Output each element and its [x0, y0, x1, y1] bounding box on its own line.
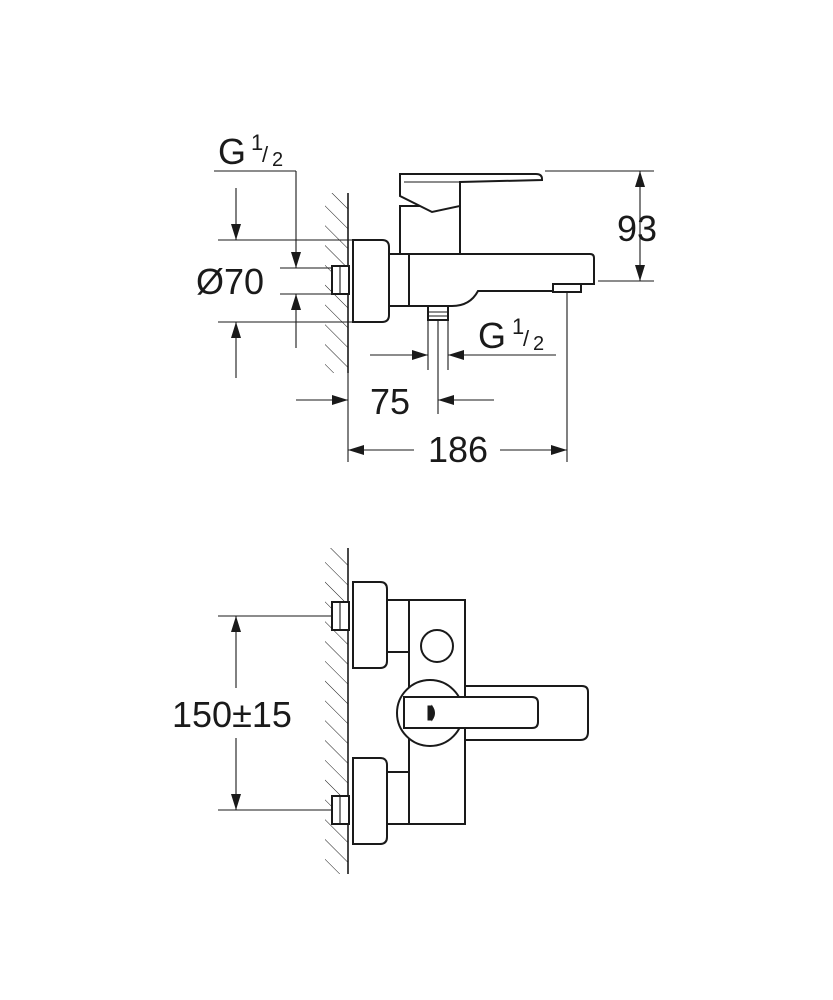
diverter-knob [420, 629, 454, 663]
thread-letter-outlet: G [478, 315, 506, 356]
thread-numerator-top: 1 [251, 130, 263, 155]
valve-column [399, 205, 461, 255]
front-lever [403, 696, 539, 729]
thread-slash-top: / [262, 142, 269, 167]
connector-upper [386, 599, 410, 653]
diameter-label: Ø70 [196, 261, 264, 302]
spout-body [408, 253, 595, 307]
lever-handle [399, 173, 543, 214]
rosette-upper [352, 581, 388, 669]
thread-denominator-top: 2 [272, 149, 283, 171]
collar [388, 253, 410, 307]
centre-distance-label: 150±15 [172, 694, 292, 735]
projection-label: 186 [428, 429, 488, 470]
thread-denominator-outlet: 2 [533, 333, 544, 355]
connector-lower [386, 771, 410, 825]
height-label: 93 [617, 208, 657, 249]
rosette [352, 239, 390, 323]
label-g-half-outlet: G 1 / 2 [478, 314, 544, 356]
spout-outlet [552, 283, 582, 293]
top-view-dimensions [214, 170, 654, 462]
bottom-outlet [427, 305, 449, 321]
label-g-half-top: G 1 / 2 [218, 130, 283, 172]
thread-slash-outlet: / [523, 326, 530, 351]
indicator-icon [427, 704, 435, 722]
thread-numerator-outlet: 1 [512, 314, 524, 339]
thread-letter-top: G [218, 131, 246, 172]
side-view [325, 173, 595, 373]
front-view-dimensions [218, 615, 332, 811]
front-view [325, 548, 589, 874]
wall-hatch-bottom [325, 548, 348, 874]
offset-label: 75 [370, 381, 410, 422]
rosette-lower [352, 757, 388, 845]
